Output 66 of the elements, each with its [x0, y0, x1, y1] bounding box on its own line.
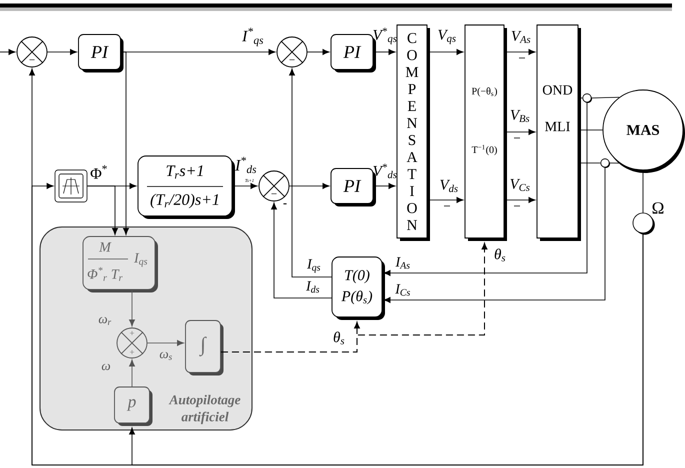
arrow	[373, 49, 396, 55]
edge-label: I$^{*}$ds	[235, 156, 256, 174]
edge-label: I$_{Cs}$	[395, 284, 410, 296]
arrow	[129, 232, 644, 466]
edge-label: I$_{qs}$	[307, 259, 320, 273]
edge-label: ω$_{r}$	[98, 317, 112, 325]
edge-label: θ$_{s}$	[334, 332, 344, 344]
edge-label: I$^{*}$qs	[242, 28, 264, 46]
arrow	[232, 183, 258, 189]
pi-block: PI	[78, 34, 124, 72]
arrow	[289, 183, 330, 189]
arrow	[129, 360, 135, 387]
arrow	[427, 49, 464, 55]
transform-block: P(−θ$_{s}$) T$^{−1}$(0)	[464, 24, 507, 241]
gain-block: p	[114, 386, 152, 426]
edge-label: V$^{*}$qs	[373, 28, 397, 44]
edge-label: V$_{qs}$	[438, 30, 456, 44]
sensor-dot	[600, 158, 610, 168]
edge-label: V$_{As}$	[512, 30, 530, 44]
edge-label: V$_{Cs}$	[510, 178, 530, 192]
arrow	[504, 129, 536, 135]
arrow	[271, 202, 332, 298]
side-label: -	[283, 203, 287, 204]
summing-junction: −	[16, 36, 48, 68]
side-label: Ω	[652, 202, 664, 214]
connector-line	[609, 162, 620, 164]
integrator-block: ∫	[185, 320, 224, 376]
edge-label: Φ$^{*}$	[90, 165, 107, 179]
edge-label: I$_{As}$	[395, 257, 410, 269]
arrow	[289, 68, 332, 278]
compensation-block: COMPENSATION	[396, 24, 430, 241]
arrow	[86, 186, 118, 235]
summing-junction: −	[276, 36, 308, 68]
arrow	[47, 49, 77, 55]
edge-label: V$^{*}$ds	[373, 164, 397, 178]
connector-line	[591, 96, 620, 98]
arrow	[504, 49, 536, 55]
arrow	[504, 197, 536, 203]
edge-label: ω	[102, 364, 110, 370]
arrow	[0, 49, 16, 55]
pi-block: PI	[330, 168, 376, 206]
speed-sensor	[632, 212, 655, 235]
arrow	[120, 52, 129, 235]
arrow	[427, 197, 464, 203]
edge-label: ω$_{s}$	[160, 352, 172, 360]
edge-label: I$_{ds}$	[306, 281, 320, 293]
arrow	[147, 340, 184, 346]
summing-junction: −	[258, 170, 290, 202]
connector-line	[578, 162, 601, 164]
arrow	[384, 167, 606, 303]
edge-label: θ$_{s}$	[494, 248, 506, 262]
arrow	[307, 49, 330, 55]
arrow	[373, 183, 396, 189]
gain-block: M Φ$^{*}$$_{r}$ T$_{r}$ I$_{qs}$	[82, 236, 158, 292]
edge-label: V$_{Bs}$	[510, 110, 530, 122]
summing-junction: + +	[116, 328, 148, 358]
connector-line	[642, 170, 644, 213]
dashed-arrow	[220, 242, 488, 352]
transform-block: T(0) P(θ$_{s}$)	[332, 256, 385, 320]
arrow	[384, 102, 588, 276]
inverter-block: OND MLI	[536, 24, 581, 241]
sensor-dot	[582, 93, 592, 103]
transfer-function-block: T$_{r}$s+1 (T$_{r}$/20)s+1	[138, 156, 235, 219]
edge-label: V$_{ds}$	[440, 180, 458, 192]
arrow	[129, 290, 135, 326]
pi-block: PI	[330, 34, 376, 72]
